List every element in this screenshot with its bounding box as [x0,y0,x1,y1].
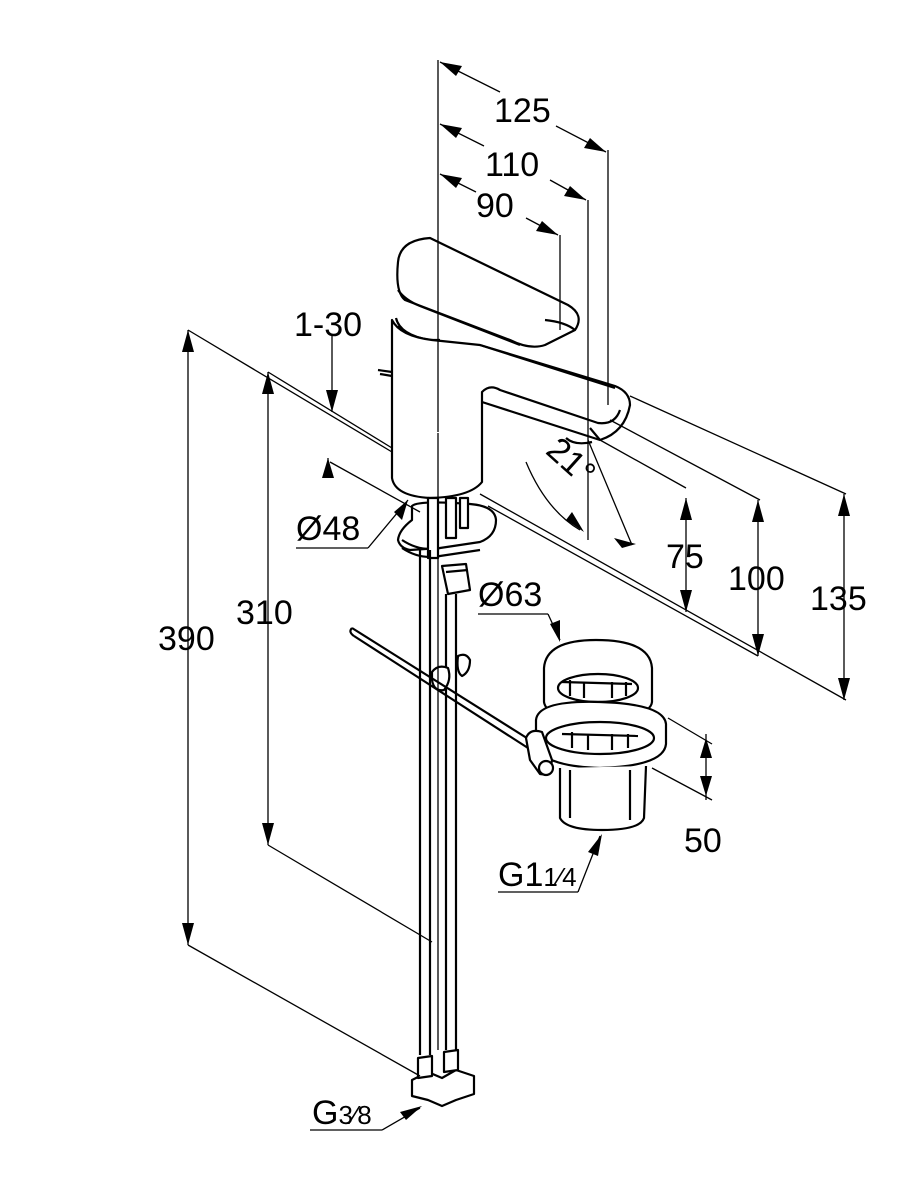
label-diameter-48: Ø48 [296,510,360,548]
label-diameter-63: Ø63 [478,576,542,614]
waste-valve [524,638,668,832]
label-110: 110 [485,146,539,184]
pull-rod [349,627,531,749]
label-125: 125 [494,92,551,130]
label-thread-waste-main: G1 [498,856,543,894]
label-angle-21: 21° [539,430,603,493]
label-50: 50 [684,822,722,860]
faucet-body [377,236,632,500]
label-1-30: 1-30 [294,306,362,344]
label-90: 90 [476,187,514,225]
label-thread-waste-frac: 1⁄4 [543,862,576,892]
label-135: 135 [810,580,867,618]
label-390: 390 [158,620,215,658]
label-thread-supply-frac: 3⁄8 [338,1100,371,1130]
dimension-lines [182,60,850,1131]
label-310: 310 [236,594,293,632]
label-thread-waste: G11⁄4 [498,856,577,894]
supply-hoses [410,550,476,1108]
label-thread-supply-main: G [312,1094,338,1132]
label-thread-supply: G3⁄8 [312,1094,372,1132]
label-100: 100 [728,560,785,598]
label-75: 75 [666,538,704,576]
mounting-assembly [396,496,498,596]
